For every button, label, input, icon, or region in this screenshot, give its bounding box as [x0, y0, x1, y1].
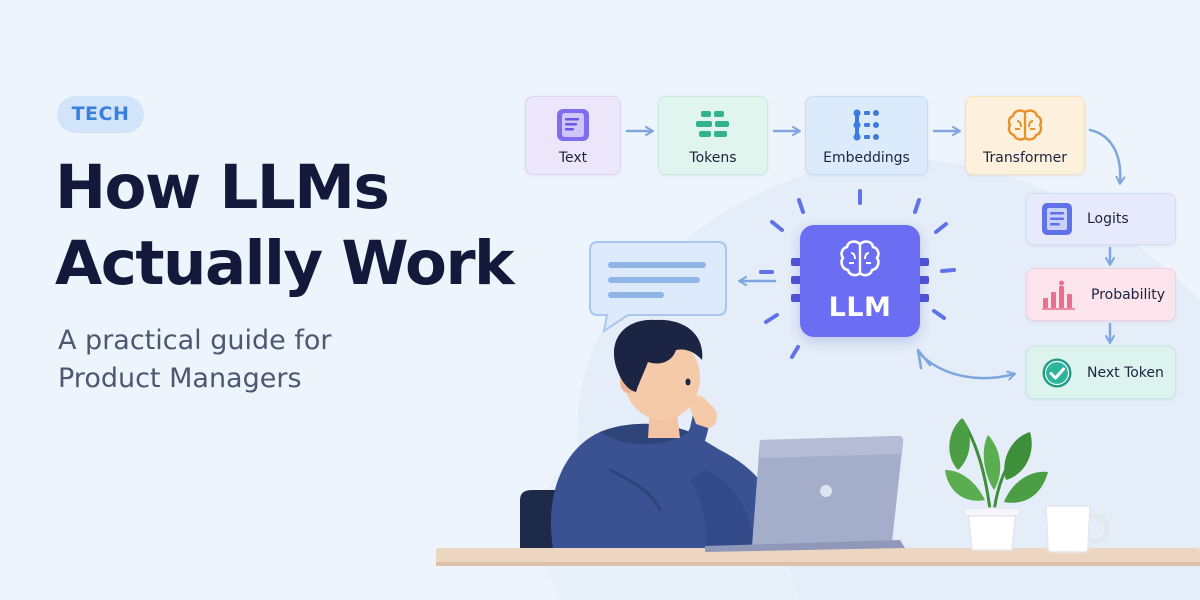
plant-icon: [945, 418, 1048, 551]
laptop: [705, 436, 905, 552]
desk: [436, 548, 1200, 566]
pipeline-label-probability: Probability: [1091, 286, 1166, 303]
document-icon: [557, 109, 589, 141]
pipeline-label-transformer: Transformer: [982, 150, 1067, 166]
category-tag: TECH: [57, 96, 144, 133]
pipeline-label-embeddings: Embeddings: [823, 150, 910, 166]
brain-icon: [840, 240, 880, 277]
pipeline-label-next-token: Next Token: [1087, 364, 1164, 381]
page-title: How LLMs Actually Work: [55, 150, 575, 302]
pipeline-label-logits: Logits: [1087, 211, 1129, 227]
subtitle-line-1: A practical guide for: [58, 325, 332, 356]
bar-chart-icon: [1042, 280, 1075, 310]
list-icon: [1042, 203, 1072, 235]
pipeline-card-text: Text: [525, 96, 621, 175]
llm-chip: LLM: [800, 225, 920, 337]
pipeline-card-embeddings: Embeddings: [805, 96, 928, 175]
llm-label: LLM: [828, 292, 892, 323]
pipeline-card-probability: Probability: [1026, 268, 1176, 321]
title-line-1: How LLMs: [55, 152, 390, 223]
brain-icon: [1007, 109, 1043, 141]
pipeline-card-tokens: Tokens: [658, 96, 768, 175]
person: [550, 319, 790, 548]
pipeline-label-tokens: Tokens: [689, 150, 737, 166]
speech-bubble: [589, 241, 727, 334]
check-circle-icon: [1042, 358, 1072, 387]
title-line-2: Actually Work: [55, 228, 515, 299]
arrow-transformer-logits: [1088, 128, 1126, 185]
embeddings-icon: [853, 109, 879, 141]
pipeline-label-text: Text: [558, 150, 588, 166]
page-subtitle: A practical guide for Product Managers: [58, 322, 478, 398]
pipeline-card-transformer: Transformer: [965, 96, 1085, 175]
tokens-icon: [696, 111, 729, 137]
mug-icon: [1045, 505, 1110, 553]
pipeline-card-next-token: Next Token: [1026, 346, 1176, 399]
pipeline-card-logits: Logits: [1026, 193, 1176, 245]
subtitle-line-2: Product Managers: [58, 363, 302, 394]
